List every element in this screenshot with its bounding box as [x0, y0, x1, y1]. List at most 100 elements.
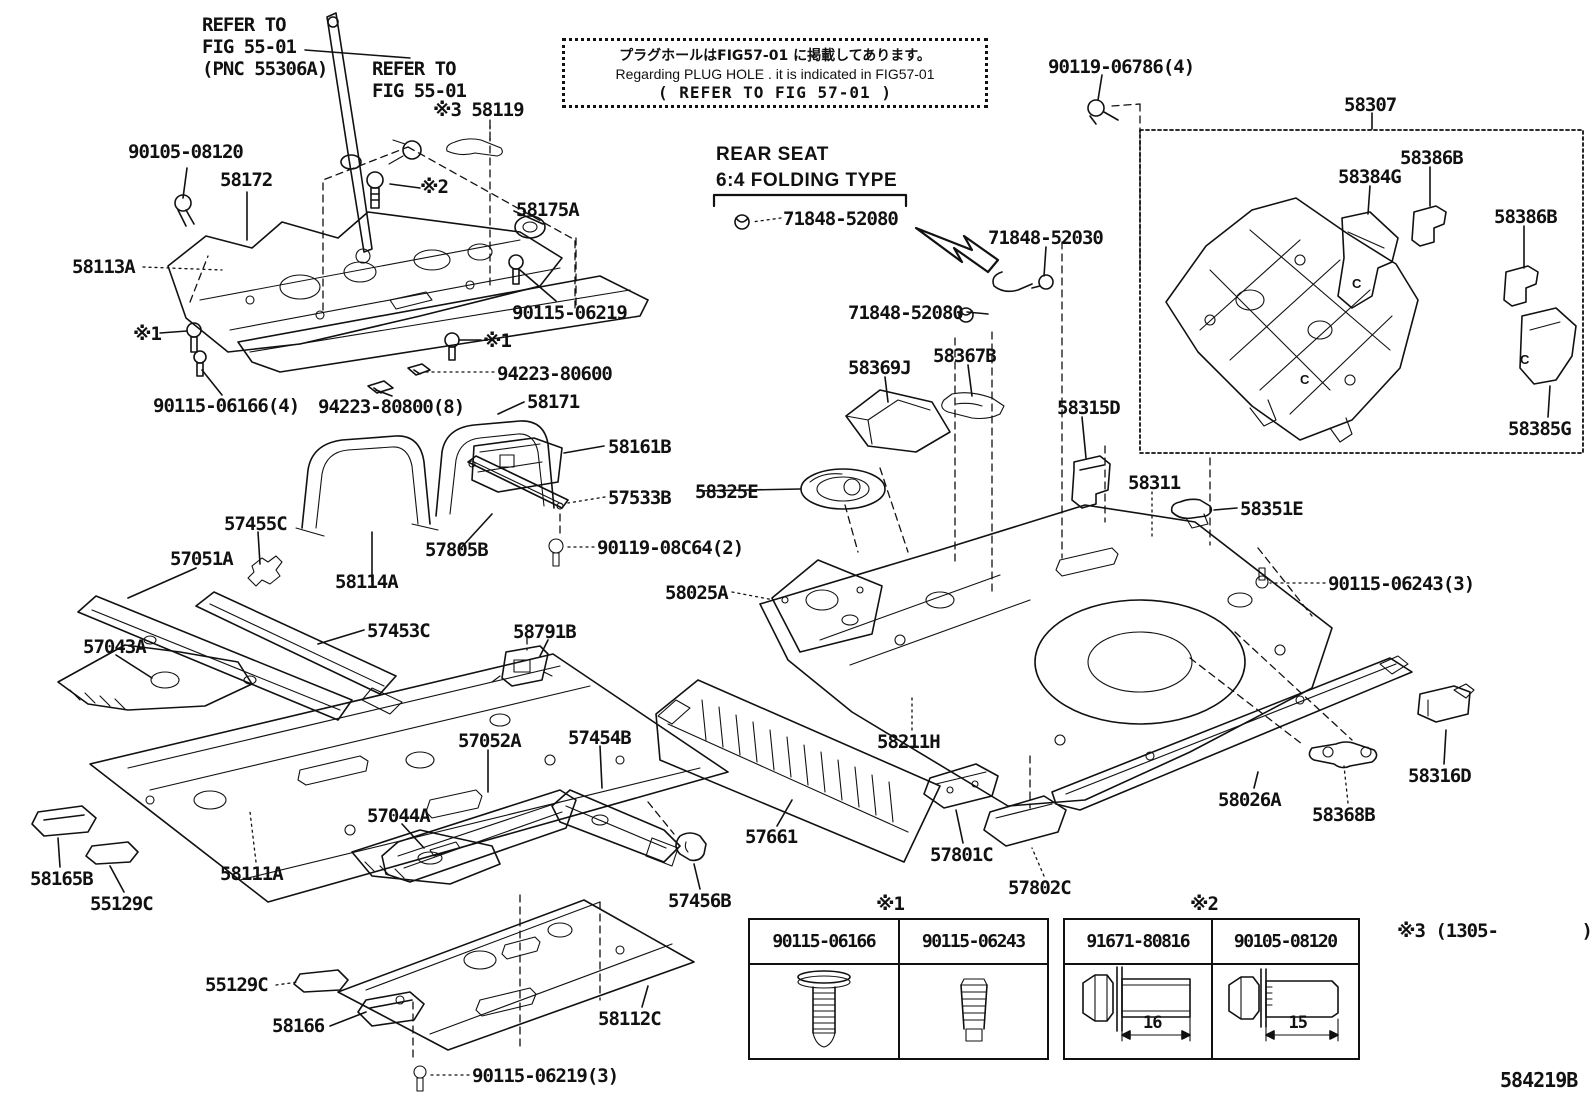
- part-label[interactable]: 55129C: [90, 893, 154, 915]
- part-label[interactable]: ※3 58119: [433, 99, 525, 121]
- part-label[interactable]: 58386B: [1494, 206, 1558, 228]
- part-label[interactable]: 58166: [272, 1015, 325, 1037]
- part-58311: [759, 504, 1333, 807]
- part-label[interactable]: 58161B: [608, 436, 672, 458]
- part-label[interactable]: 57454B: [568, 727, 632, 749]
- part-57454B: [551, 789, 681, 867]
- part-58112C: [337, 899, 695, 1051]
- part-label[interactable]: 58367B: [933, 345, 997, 367]
- part-58119: [446, 138, 503, 157]
- part-58307-back-panel: [1165, 197, 1419, 443]
- plug-hole-note-ja: プラグホールはFIG57-01 に掲載してあります。: [619, 47, 931, 64]
- clip-icons: [734, 214, 1054, 323]
- part-label[interactable]: 55129C: [205, 974, 269, 996]
- ref-mark-label: ※1: [483, 330, 512, 352]
- part-label[interactable]: 90119-06786(4): [1048, 56, 1195, 78]
- part-57801C: [923, 763, 999, 809]
- part-label[interactable]: 90115-06219(3): [472, 1065, 619, 1087]
- part-label[interactable]: 58165B: [30, 868, 94, 890]
- part-label[interactable]: 58114A: [335, 571, 399, 593]
- part-label[interactable]: 58112C: [598, 1008, 662, 1030]
- part-label[interactable]: 58025A: [665, 582, 729, 604]
- drawing-letter-mark: C: [1352, 276, 1362, 291]
- leader-lines: [57, 49, 1551, 1076]
- part-label[interactable]: 58113A: [72, 256, 136, 278]
- part-label[interactable]: 57802C: [1008, 877, 1072, 899]
- part-label[interactable]: 58211H: [877, 731, 941, 753]
- bolt-length-dimension: 15: [1288, 1013, 1309, 1033]
- part-label[interactable]: 58111A: [220, 863, 284, 885]
- part-58384G: [1337, 211, 1399, 309]
- fastener-column: 90115-06166: [750, 920, 898, 1058]
- part-58114A: [295, 435, 439, 537]
- part-label[interactable]: 94223-80600: [497, 363, 613, 385]
- part-label[interactable]: 58368B: [1312, 804, 1376, 826]
- part-label[interactable]: 57051A: [170, 548, 234, 570]
- part-label[interactable]: 90115-06166(4): [153, 395, 300, 417]
- fastener-part-number[interactable]: 90105-08120: [1212, 920, 1358, 965]
- part-57805B: [435, 420, 555, 517]
- part-label[interactable]: 57044A: [367, 805, 431, 827]
- bolt-length-dimension: 16: [1143, 1013, 1163, 1033]
- fastener-part-number[interactable]: 91671-80816: [1065, 920, 1211, 965]
- part-label[interactable]: 71848-52080: [848, 302, 964, 324]
- part-label[interactable]: 57052A: [458, 730, 522, 752]
- part-label[interactable]: 57801C: [930, 844, 994, 866]
- part-label[interactable]: 58315D: [1057, 397, 1121, 419]
- box-58307: [1139, 129, 1584, 454]
- part-57052A: [381, 789, 577, 883]
- part-label[interactable]: 58385G: [1508, 418, 1572, 440]
- part-label[interactable]: 57453C: [367, 620, 431, 642]
- part-58351E: [1170, 498, 1213, 529]
- part-label[interactable]: 57805B: [425, 539, 489, 561]
- part-label[interactable]: 57455C: [224, 513, 288, 535]
- part-label[interactable]: 58369J: [848, 357, 912, 379]
- part-label[interactable]: 58325E: [695, 481, 759, 503]
- part-label[interactable]: 58351E: [1240, 498, 1304, 520]
- bolt-90119-06786: [1087, 99, 1119, 125]
- part-label[interactable]: 58307: [1344, 94, 1397, 116]
- part-57455C: [247, 555, 283, 587]
- plug-hole-note-ref: ( REFER TO FIG 57-01 ): [658, 82, 892, 102]
- part-57533B: [467, 455, 569, 567]
- fastener-table-2: 91671-80816 16 90105-08120: [1063, 918, 1360, 1060]
- part-57456B: [647, 801, 707, 862]
- part-label[interactable]: 57533B: [608, 487, 672, 509]
- part-label[interactable]: 90115-06243(3): [1328, 573, 1475, 595]
- part-label[interactable]: 58791B: [513, 621, 577, 643]
- part-label[interactable]: 94223-80800(8): [318, 396, 465, 418]
- part-label[interactable]: 58311: [1128, 472, 1181, 494]
- part-label[interactable]: 58316D: [1408, 765, 1472, 787]
- part-58791B: [491, 636, 553, 687]
- part-57043A: [57, 644, 253, 711]
- part-label[interactable]: 57661: [745, 826, 798, 848]
- part-label[interactable]: 58171: [527, 391, 580, 413]
- pointer-arrow: [914, 226, 1000, 274]
- part-label[interactable]: 71848-52080: [783, 208, 899, 230]
- fastener-part-number[interactable]: 90115-06166: [750, 920, 898, 965]
- flange-screw-icon: [797, 970, 851, 1048]
- ref-mark-label: ※2: [420, 176, 449, 198]
- part-label[interactable]: 58175A: [516, 199, 580, 221]
- part-58026A: [1051, 655, 1413, 811]
- part-label[interactable]: 90105-08120: [128, 141, 244, 163]
- part-label[interactable]: 57456B: [668, 890, 732, 912]
- ref-mark-label: ※1: [133, 323, 162, 345]
- screw-icons: [174, 171, 524, 394]
- part-label[interactable]: 71848-52030: [988, 227, 1104, 249]
- part-label[interactable]: 58386B: [1400, 147, 1464, 169]
- part-58367B: [941, 392, 1005, 420]
- part-58113A: [167, 211, 649, 373]
- part-label[interactable]: 58026A: [1218, 789, 1282, 811]
- part-label[interactable]: 58384G: [1338, 166, 1402, 188]
- fastener-part-number[interactable]: 90115-06243: [899, 920, 1047, 965]
- part-label[interactable]: 57043A: [83, 636, 147, 658]
- part-label[interactable]: 90119-08C64(2): [597, 537, 744, 559]
- part-label[interactable]: 58172: [220, 169, 273, 191]
- part-58369J: [845, 389, 951, 453]
- part-label[interactable]: 90115-06219: [512, 302, 628, 324]
